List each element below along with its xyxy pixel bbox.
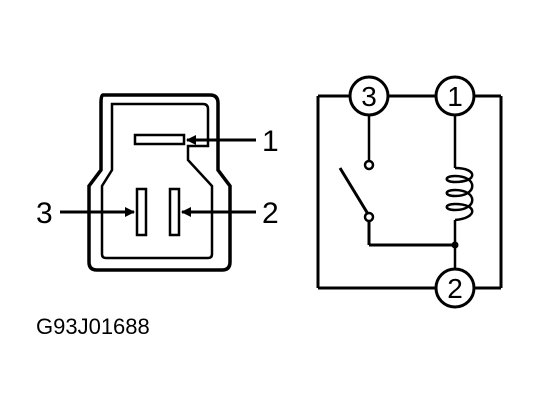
pin-label-2: 2 (262, 197, 279, 230)
pin-label-1: 1 (262, 125, 279, 158)
relay-schematic: 3 1 2 (316, 75, 503, 309)
connector-outer-shell (87, 93, 232, 272)
switch-contact-bottom (363, 211, 375, 223)
terminal-3-circle: 3 (348, 75, 390, 117)
relay-coil-symbol (445, 166, 474, 222)
terminal-2-label: 2 (447, 273, 463, 304)
terminal-2-circle: 2 (434, 267, 476, 309)
terminal-slot-1 (133, 133, 186, 146)
terminal-1-circle: 1 (434, 75, 476, 117)
switch-contact-top (363, 159, 375, 171)
connector-view: 1 2 3 (36, 93, 279, 272)
switch-blade (338, 167, 370, 215)
connector-inner-shell (100, 102, 214, 260)
pin-label-3: 3 (36, 197, 53, 230)
terminal-3-label: 3 (361, 81, 377, 112)
terminal-1-label: 1 (447, 81, 463, 112)
terminal-slot-3 (135, 187, 148, 237)
terminal-slot-2 (168, 187, 181, 237)
junction-node (451, 241, 459, 249)
figure-code: G93J01688 (36, 314, 150, 339)
